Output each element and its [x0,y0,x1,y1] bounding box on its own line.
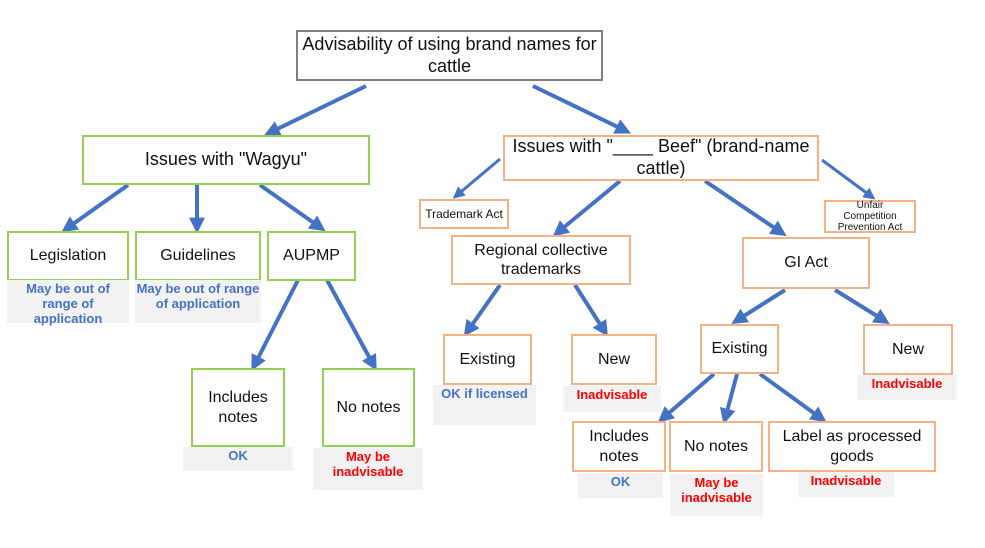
guidelines-node: Guidelines [135,231,261,281]
arrow-regional-to-new [573,283,609,337]
aupmp-includes-notes-node: Includes notes [191,368,285,447]
arrow-regional-to-existing [463,283,502,337]
regional-new-node: New [571,334,657,385]
legislation-note: May be out of range of application [7,280,129,326]
gi-new-node: New [863,324,953,375]
arrow-gi-existing-to-processed [758,372,827,423]
arrow-beef-to-trademark-act [452,157,501,199]
arrow-root-to-wagyu [263,84,367,136]
regional-existing-node: Existing [443,334,532,385]
arrow-beef-to-unfair-competition [821,158,876,200]
aupmp-node: AUPMP [267,231,356,281]
root-node: Advisability of using brand names for ca… [296,30,603,81]
wagyu-issues-node: Issues with "Wagyu" [82,135,370,185]
arrow-gi-existing-to-includes-notes [657,372,716,423]
gi-no-notes-node: No notes [669,421,763,472]
gi-act-node: GI Act [742,237,870,289]
arrow-beef-to-regional [552,179,622,237]
arrow-aupmp-to-includes-notes [251,279,300,371]
arrow-gi-to-new [833,288,890,324]
gi-includes-notes-note: OK [578,473,663,498]
arrow-beef-to-gi-act [703,179,787,237]
gi-existing-node: Existing [700,324,779,374]
arrow-root-to-beef [532,84,632,134]
trademark-act-node: Trademark Act [419,199,509,229]
guidelines-note: May be out of range of application [135,280,261,323]
aupmp-no-notes-note: May be inadvisable [313,448,423,490]
arrow-aupmp-to-no-notes [325,279,377,371]
gi-processed-goods-note: Inadvisable [798,472,894,497]
arrow-wagyu-to-legislation [61,183,130,233]
arrow-gi-to-existing [731,288,787,324]
regional-new-note: Inadvisable [563,386,661,412]
regional-existing-note: OK if licensed [433,385,536,425]
aupmp-includes-notes-note: OK [183,447,293,471]
aupmp-no-notes-node: No notes [322,368,415,447]
arrow-wagyu-to-aupmp [258,183,326,232]
legislation-node: Legislation [7,231,129,281]
gi-new-note: Inadvisable [857,375,957,400]
gi-includes-notes-node: Includes notes [572,421,666,472]
unfair-competition-node: Unfair Competition Prevention Act [824,200,916,233]
regional-trademarks-node: Regional collective trademarks [451,235,631,285]
gi-no-notes-note: May be inadvisable [670,474,763,516]
beef-issues-node: Issues with "____ Beef" (brand-name catt… [503,135,819,181]
arrow-gi-existing-to-no-notes [719,373,739,425]
gi-processed-goods-node: Label as processed goods [768,421,936,472]
